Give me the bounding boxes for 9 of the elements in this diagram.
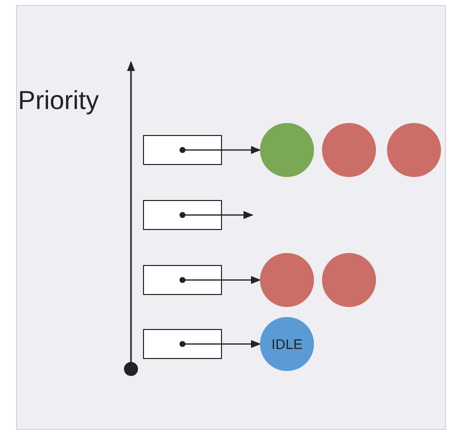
- axis-label: Priority: [18, 84, 99, 116]
- queue-box: [143, 265, 222, 295]
- arrow: [180, 340, 261, 348]
- queue-box: [143, 135, 222, 165]
- arrow: [180, 276, 261, 284]
- queue-box: [143, 329, 222, 359]
- arrow: [180, 211, 254, 219]
- arrow: [180, 146, 261, 154]
- queue-box: [143, 200, 222, 230]
